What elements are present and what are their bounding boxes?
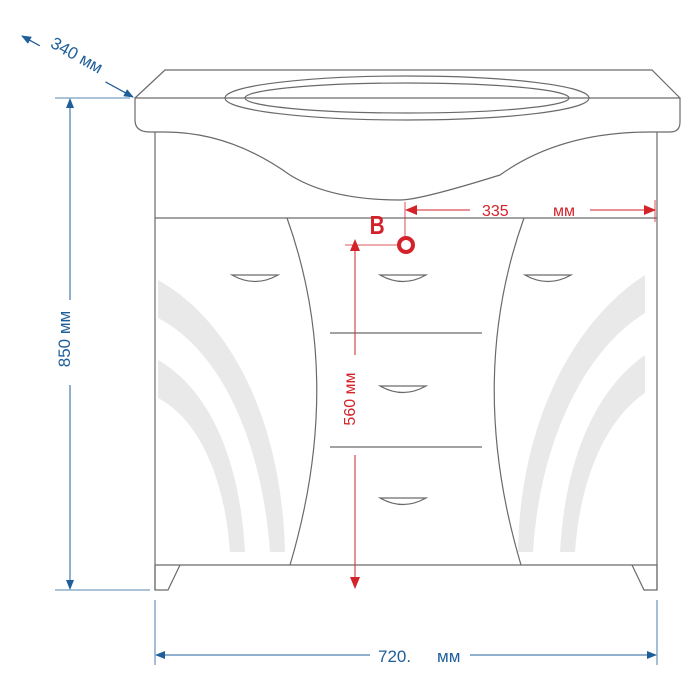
width-dimension: 720. мм xyxy=(154,600,658,666)
width-unit: мм xyxy=(437,647,460,666)
door-decoration-right xyxy=(518,275,645,552)
height-label: 850 мм xyxy=(55,311,74,367)
door-decoration-left xyxy=(158,280,285,552)
drain-height-label: 560 мм xyxy=(342,372,359,425)
height-dimension: 850 мм xyxy=(55,97,150,591)
width-value: 720. xyxy=(378,647,411,666)
drain-offset-dimension: 335 мм xyxy=(404,200,656,240)
drain-height-dimension: 560 мм xyxy=(342,239,400,589)
drain-offset-value: 335 xyxy=(482,203,509,220)
drain-point: B xyxy=(370,211,415,254)
cabinet-body xyxy=(154,132,658,591)
depth-dimension: 340 мм xyxy=(21,23,134,98)
drain-label: B xyxy=(370,211,385,240)
countertop xyxy=(134,69,681,201)
drain-offset-unit: мм xyxy=(553,203,575,220)
drain-circle-icon xyxy=(397,236,415,254)
